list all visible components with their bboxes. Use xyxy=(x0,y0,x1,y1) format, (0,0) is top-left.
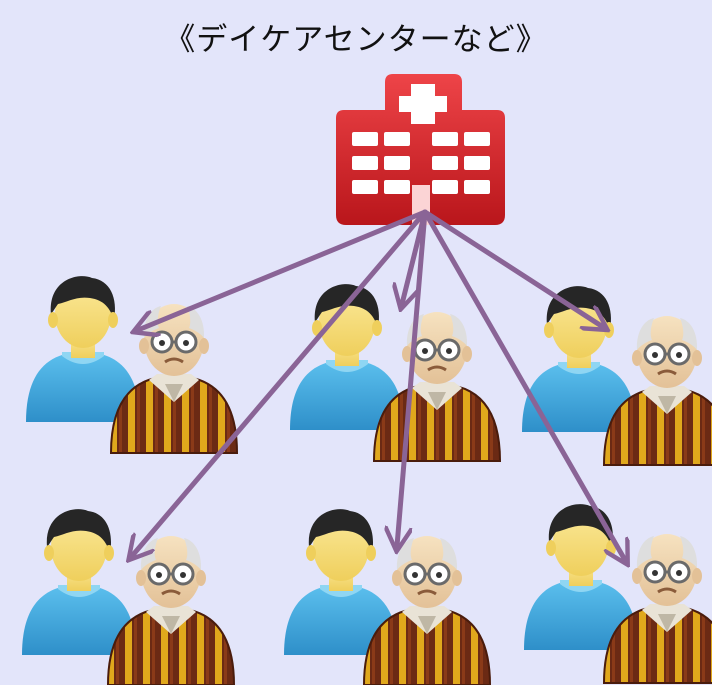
family-unit-top-middle xyxy=(290,284,502,463)
arrow-to-bottom-right xyxy=(422,209,625,560)
service-arrows xyxy=(132,209,625,560)
family-unit-bottom-left xyxy=(22,509,236,685)
family-unit-bottom-right xyxy=(524,504,712,685)
diagram-title: 《デイケアセンターなど》 xyxy=(164,22,548,58)
arrow-to-bottom-middle xyxy=(397,209,428,546)
family-unit-bottom-middle xyxy=(284,509,492,685)
hospital-icon xyxy=(336,74,505,225)
arrow-to-top-left xyxy=(138,209,428,330)
arrow-to-top-right xyxy=(422,209,603,327)
arrow-to-bottom-left xyxy=(132,209,428,556)
arrow-to-top-middle xyxy=(402,209,428,304)
family-unit-top-right xyxy=(522,286,712,467)
